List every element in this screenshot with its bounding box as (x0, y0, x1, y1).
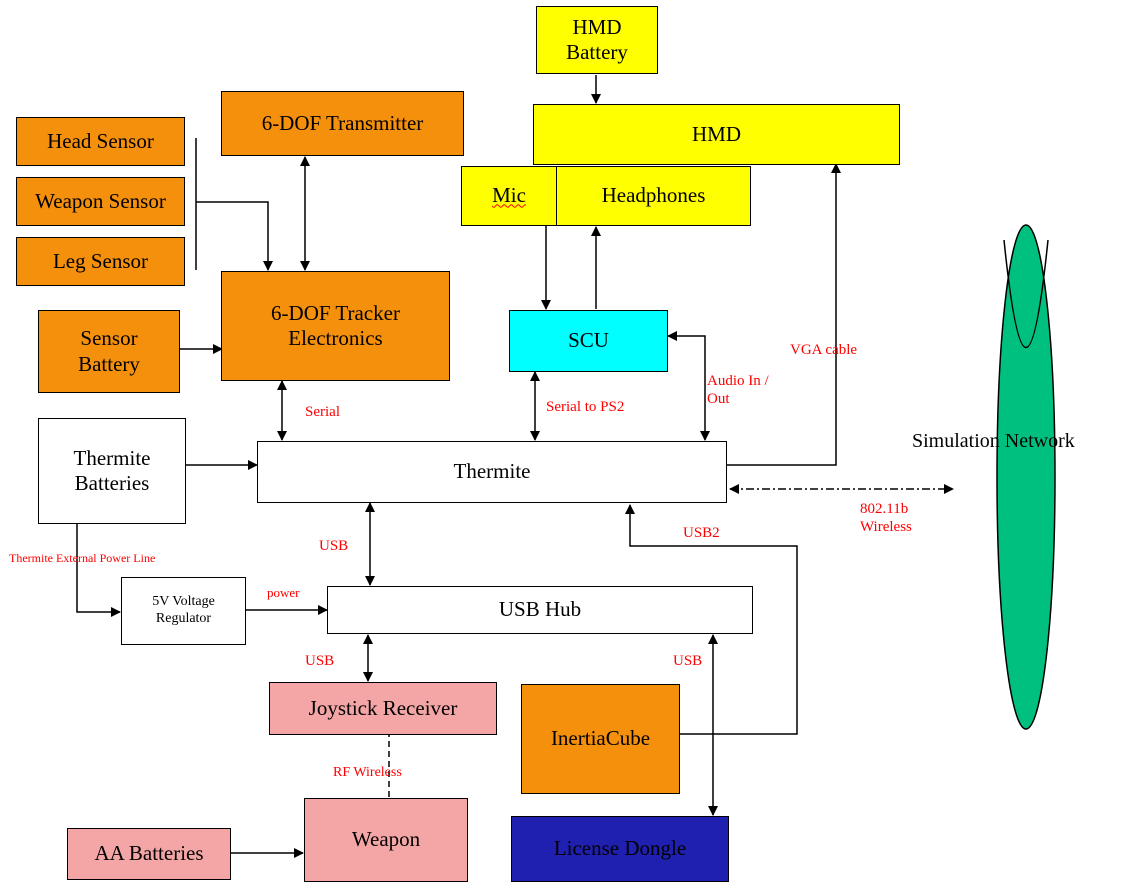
arrow-vga-thermite-hmd (727, 163, 841, 466)
label-rf-wireless: RF Wireless (333, 765, 402, 780)
thermite-box: Thermite (257, 441, 727, 503)
transmitter-box: 6-DOF Transmitter (221, 91, 464, 156)
arrow-inertiacube-thermite (625, 504, 798, 735)
label-serial: Serial (305, 404, 340, 420)
head-sensor-box: Head Sensor (16, 117, 185, 166)
arrow-sensors-tracker (196, 201, 273, 271)
voltage-regulator-box: 5V Voltage Regulator (121, 577, 246, 645)
weapon-sensor-box: Weapon Sensor (16, 177, 185, 226)
arrow-audio-scu-thermite (667, 331, 710, 441)
arrow-batteries-regulator (76, 524, 121, 617)
aa-batteries-box: AA Batteries (67, 828, 231, 880)
joystick-receiver-box: Joystick Receiver (269, 682, 497, 735)
license-dongle-box: License Dongle (511, 816, 729, 882)
mic-box: Mic (461, 166, 557, 226)
usb-hub-box: USB Hub (327, 586, 753, 634)
leg-sensor-box: Leg Sensor (16, 237, 185, 286)
simulation-network-inner-curve (1003, 239, 1049, 349)
simulation-network-label: Simulation Network (912, 430, 1075, 452)
label-serial-ps2: Serial to PS2 (546, 399, 625, 415)
thermite-batteries-box: Thermite Batteries (38, 418, 186, 524)
label-vga: VGA cable (790, 342, 858, 358)
headphones-box: Headphones (556, 166, 751, 226)
hmd-box: HMD (533, 104, 900, 165)
simulation-network-ellipse (996, 224, 1056, 730)
hmd-battery-box: HMD Battery (536, 6, 658, 74)
mic-label: Mic (492, 183, 526, 208)
label-usb-top: USB (319, 538, 349, 554)
label-wireless: 802.11b Wireless (860, 501, 912, 535)
weapon-box: Weapon (304, 798, 468, 882)
label-usb-left: USB (305, 653, 335, 669)
inertiacube-box: InertiaCube (521, 684, 680, 794)
label-power: power (267, 585, 300, 600)
label-usb-right: USB (673, 653, 703, 669)
tracker-box: 6-DOF Tracker Electronics (221, 271, 450, 381)
scu-box: SCU (509, 310, 668, 372)
label-audio: Audio In / Out (707, 373, 769, 407)
label-power-line: Thermite External Power Line (9, 551, 156, 565)
sensor-battery-box: Sensor Battery (38, 310, 180, 393)
label-usb2: USB2 (683, 525, 720, 541)
